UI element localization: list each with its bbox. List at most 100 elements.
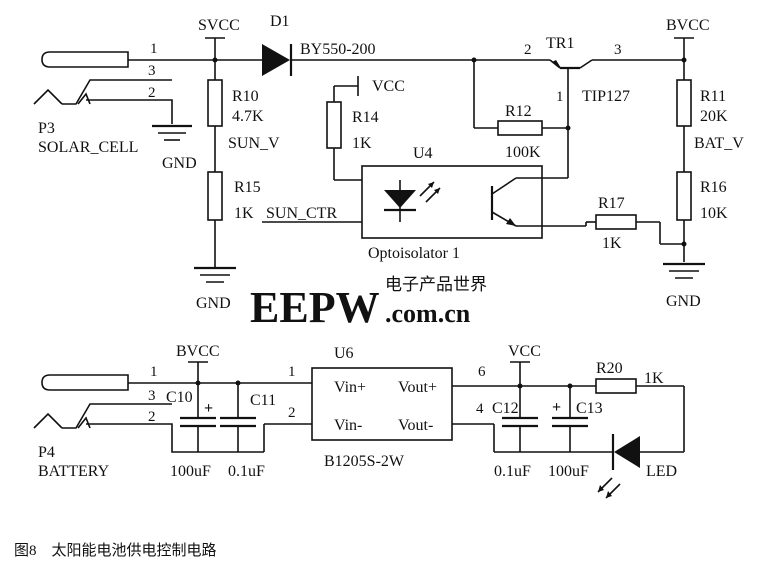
svcc-label: SVCC — [198, 17, 240, 34]
tr1-pin2: 2 — [524, 42, 532, 58]
p3-pin1-number: 1 — [150, 41, 158, 57]
gnd-solar-label: GND — [162, 155, 197, 172]
r15-value: 1K — [234, 205, 254, 222]
c13-junction — [567, 383, 573, 389]
tr1-value: TIP127 — [582, 88, 630, 105]
u6-pin2: 2 — [288, 405, 296, 421]
u4-transistor-collector — [491, 177, 517, 195]
led-ref: LED — [646, 463, 677, 480]
r17-resistor — [595, 214, 637, 230]
connector-p3: 1 3 2 P3 SOLAR_CELL GND — [33, 41, 215, 172]
r12-resistor — [497, 120, 543, 136]
p3-pin3-wire — [62, 79, 172, 105]
bvcc-bottom-label: BVCC — [176, 343, 220, 360]
r10-value: 4.7K — [232, 108, 264, 125]
u4-led-arrow2 — [434, 188, 440, 194]
u4-emitter-arrow — [506, 218, 516, 226]
p4-name: BATTERY — [38, 463, 110, 480]
p3-jack-contact — [33, 88, 63, 105]
watermark-url: .com.cn — [385, 299, 471, 328]
figure-caption: 图8 太阳能电池供电控制电路 — [14, 542, 217, 559]
svcc-node: SVCC — [198, 17, 240, 63]
watermark-site-name: 电子产品世界 — [385, 275, 487, 294]
c13-ref: C13 — [576, 400, 603, 417]
p4-pin2-number: 2 — [148, 409, 156, 425]
c13-plus: + — [552, 399, 561, 416]
p3-pin3-number: 3 — [148, 63, 156, 79]
d1-ref: D1 — [270, 13, 290, 30]
tr1-emitter-arrow — [552, 60, 561, 68]
c12-value: 0.1uF — [494, 463, 531, 480]
tr1-pin1: 1 — [556, 89, 564, 105]
r10-resistor — [207, 79, 223, 127]
u6-pin4: 4 — [476, 401, 484, 417]
gnd-r16-label: GND — [666, 293, 701, 310]
battery-divider-r11-r16: BVCC R11 20K BAT_V R16 10K R17 1K GND — [585, 17, 744, 310]
bat-v-label: BAT_V — [694, 135, 744, 152]
u4-value: Optoisolator 1 — [368, 245, 460, 262]
u6-value: B1205S-2W — [324, 453, 405, 470]
p4-pin2-wire — [86, 423, 264, 453]
divider-r10-r15: R10 4.7K SUN_V R15 1K GND — [194, 60, 280, 312]
r15-ref: R15 — [234, 179, 261, 196]
r14-ref: R14 — [352, 109, 379, 126]
tr1-emitter-junction — [471, 57, 477, 63]
c10-ref: C10 — [166, 389, 193, 406]
c10-plus: + — [204, 400, 213, 417]
r20-ref: R20 — [596, 360, 623, 377]
u6-pin6: 6 — [478, 364, 486, 380]
d1-value: BY550-200 — [300, 41, 376, 58]
r15-resistor — [207, 171, 223, 221]
watermark-logo: EEPW — [250, 283, 380, 332]
led-arrow1 — [598, 485, 604, 492]
led-triangle — [614, 436, 640, 468]
u6-vin-plus: Vin+ — [334, 379, 366, 396]
r16-resistor — [676, 171, 692, 221]
r16-value: 10K — [700, 205, 728, 222]
r14-branch: VCC R14 1K — [326, 76, 405, 181]
sun-ctr-label: SUN_CTR — [266, 205, 337, 222]
c11-value: 0.1uF — [228, 463, 265, 480]
u6-vin-minus: Vin- — [334, 417, 362, 434]
c12-ref: C12 — [492, 400, 519, 417]
r12-value: 100K — [505, 144, 541, 161]
dcdc-u6: U6 B1205S-2W Vin+ Vin- Vout+ Vout- 1 2 6… — [288, 345, 486, 470]
p4-ref: P4 — [38, 444, 55, 461]
u6-ref: U6 — [334, 345, 354, 362]
u4-led-triangle — [384, 190, 416, 208]
r20-value: 1K — [644, 370, 664, 387]
tr1-pin3: 3 — [614, 42, 622, 58]
r16-ref: R16 — [700, 179, 727, 196]
p4-plug-body — [41, 374, 129, 391]
diode-d1: D1 BY550-200 — [215, 13, 550, 76]
vcc-bottom-label: VCC — [508, 343, 541, 360]
input-capacitors: BVCC + C10 100uF C11 0.1uF — [166, 343, 312, 480]
watermark: EEPW 电子产品世界 .com.cn — [250, 275, 487, 332]
transistor-tr1: R12 100K TR1 TIP127 2 3 1 — [471, 35, 684, 178]
u4-ref: U4 — [413, 145, 433, 162]
p3-pin2-number: 2 — [148, 85, 156, 101]
tr1-collector-lead — [579, 59, 593, 69]
u4-body — [361, 165, 543, 239]
c13-value: 100uF — [548, 463, 589, 480]
c11-junction — [235, 380, 241, 386]
output-capacitors-led: VCC C12 0.1uF + C13 100uF R20 1K LED — [452, 343, 685, 499]
p4-jack-contact — [33, 412, 63, 429]
u4-led-arrow1 — [428, 182, 434, 188]
led-arrow2 — [606, 491, 612, 498]
r10-ref: R10 — [232, 88, 259, 105]
r11-resistor — [676, 79, 692, 127]
r14-value: 1K — [352, 135, 372, 152]
p3-plug-body — [41, 51, 129, 68]
c10-value: 100uF — [170, 463, 211, 480]
r11-value: 20K — [700, 108, 728, 125]
gnd-r15-label: GND — [196, 295, 231, 312]
r14-resistor — [326, 101, 342, 149]
bvcc-top-label: BVCC — [666, 17, 710, 34]
p4-pin1-number: 1 — [150, 364, 158, 380]
vcc-bottom-junction — [517, 383, 523, 389]
sun-v-label: SUN_V — [228, 135, 280, 152]
bvcc-top-junction — [681, 57, 687, 63]
r17-ref: R17 — [598, 195, 625, 212]
